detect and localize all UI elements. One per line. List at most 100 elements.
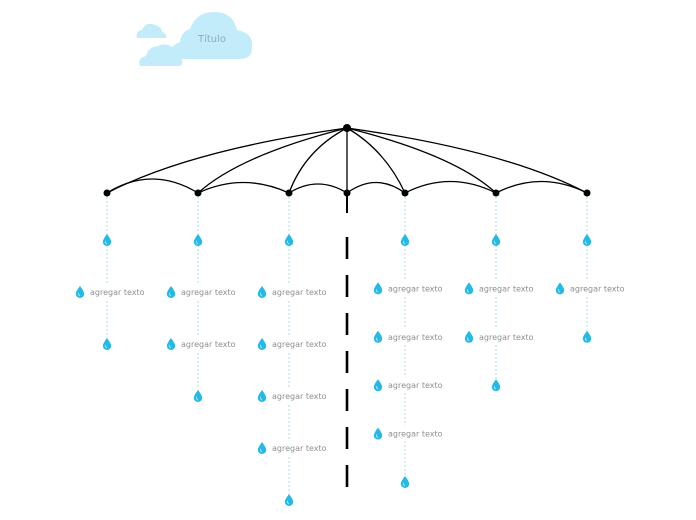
add-text-label[interactable]: agregar texto [388, 333, 443, 342]
rib-column: agregar texto agregar texto [464, 189, 561, 392]
add-text-label[interactable]: agregar texto [272, 288, 327, 297]
main-cloud-icon [171, 12, 253, 59]
label-background [556, 280, 652, 297]
raindrop-icon [582, 330, 592, 343]
label-background [167, 336, 263, 352]
add-text-label[interactable]: agregar texto [90, 288, 145, 297]
raindrop-icon [257, 338, 267, 350]
raindrop-highlight [557, 289, 561, 293]
diagram-title: Título [197, 33, 226, 45]
umbrella-canopy [106, 127, 588, 194]
rib-line [346, 127, 406, 194]
add-text-label[interactable]: agregar texto [388, 430, 443, 439]
raindrop-highlight [584, 240, 588, 245]
rib-column: agregar texto [75, 189, 172, 350]
raindrop-icon [284, 494, 294, 507]
raindrop-highlight [259, 396, 263, 401]
add-text-label[interactable]: agregar texto [479, 284, 534, 293]
lower-cloud-icon [139, 44, 183, 66]
raindrop-icon [193, 390, 203, 402]
raindrop-highlight [402, 240, 406, 245]
raindrop-highlight [375, 289, 379, 293]
add-text-label[interactable]: agregar texto [479, 333, 534, 342]
rib-column [343, 189, 351, 497]
raindrop-highlight [259, 448, 263, 453]
rib-line [288, 127, 348, 194]
raindrop-icon [102, 234, 112, 246]
umbrella-tip-dot [343, 124, 351, 132]
raindrop-highlight [259, 292, 263, 297]
raindrop-highlight [584, 337, 588, 342]
rib-column: agregar texto agregar texto agregar texto a… [257, 189, 354, 507]
raindrop-icon [284, 234, 294, 247]
label-background [76, 284, 172, 300]
raindrop-highlight [493, 385, 497, 390]
add-text-label[interactable]: agregar texto [181, 288, 236, 297]
rib-line [346, 127, 497, 194]
raindrop-highlight [195, 396, 199, 401]
raindrop-icon [373, 330, 383, 343]
raindrop-icon [491, 234, 501, 247]
label-background [374, 328, 470, 345]
raindrop-icon [257, 286, 267, 299]
raindrop-highlight [375, 385, 379, 390]
raindrop-icon [400, 476, 410, 488]
add-text-label[interactable]: agregar texto [181, 340, 236, 349]
rib-line [346, 127, 588, 194]
raindrop-highlight [375, 337, 379, 342]
raindrop-highlight [466, 289, 470, 293]
raindrop-icon [373, 427, 383, 440]
add-text-label[interactable]: agregar texto [272, 444, 327, 453]
add-text-label[interactable]: agregar texto [388, 381, 443, 390]
raindrop-highlight [168, 344, 172, 349]
raindrop-highlight [195, 240, 199, 245]
raindrop-icon [555, 282, 565, 295]
add-text-label[interactable]: agregar texto [388, 284, 443, 293]
label-background [374, 280, 470, 297]
label-background [258, 284, 354, 300]
raindrop-icon [75, 286, 85, 298]
raindrop-icon [166, 286, 176, 298]
raindrop-highlight [104, 240, 108, 245]
rib-end-dot [492, 189, 500, 197]
rib-column: agregar texto [555, 189, 652, 343]
rib-column: agregar texto agregar texto agregar texto a… [373, 189, 470, 488]
label-background [465, 280, 561, 297]
raindrop-highlight [286, 500, 290, 505]
label-background [465, 328, 561, 345]
rib-end-dot [103, 189, 111, 197]
raindrop-icon [166, 338, 176, 350]
raindrop-icon [582, 234, 592, 247]
rib-end-dot [343, 189, 351, 197]
raindrop-highlight [466, 337, 470, 342]
rib-end-dot [285, 189, 293, 197]
add-text-label[interactable]: agregar texto [570, 284, 625, 293]
add-text-label[interactable]: agregar texto [272, 340, 327, 349]
rib-end-dot [401, 189, 409, 197]
title-cloud-group: Título [136, 12, 253, 66]
rib-end-dot [583, 189, 591, 197]
raindrop-icon [464, 282, 474, 295]
raindrop-highlight [77, 292, 81, 297]
raindrop-icon [373, 379, 383, 392]
raindrop-highlight [286, 240, 290, 245]
add-text-label[interactable]: agregar texto [272, 392, 327, 401]
raindrop-icon [257, 442, 267, 454]
rib-end-dot [194, 189, 202, 197]
raindrop-icon [400, 234, 410, 247]
label-background [374, 425, 470, 442]
label-background [374, 377, 470, 394]
rib-line [197, 127, 348, 194]
small-cloud-icon [136, 23, 167, 38]
rib-column: agregar texto agregar texto [166, 189, 263, 402]
label-background [258, 336, 354, 352]
raindrop-icon [257, 390, 267, 403]
raindrop-icon [491, 379, 501, 392]
raindrop-icon [373, 282, 383, 295]
label-background [167, 284, 263, 300]
raindrop-icon [464, 330, 474, 343]
label-background [258, 440, 354, 456]
raindrop-highlight [104, 344, 108, 349]
